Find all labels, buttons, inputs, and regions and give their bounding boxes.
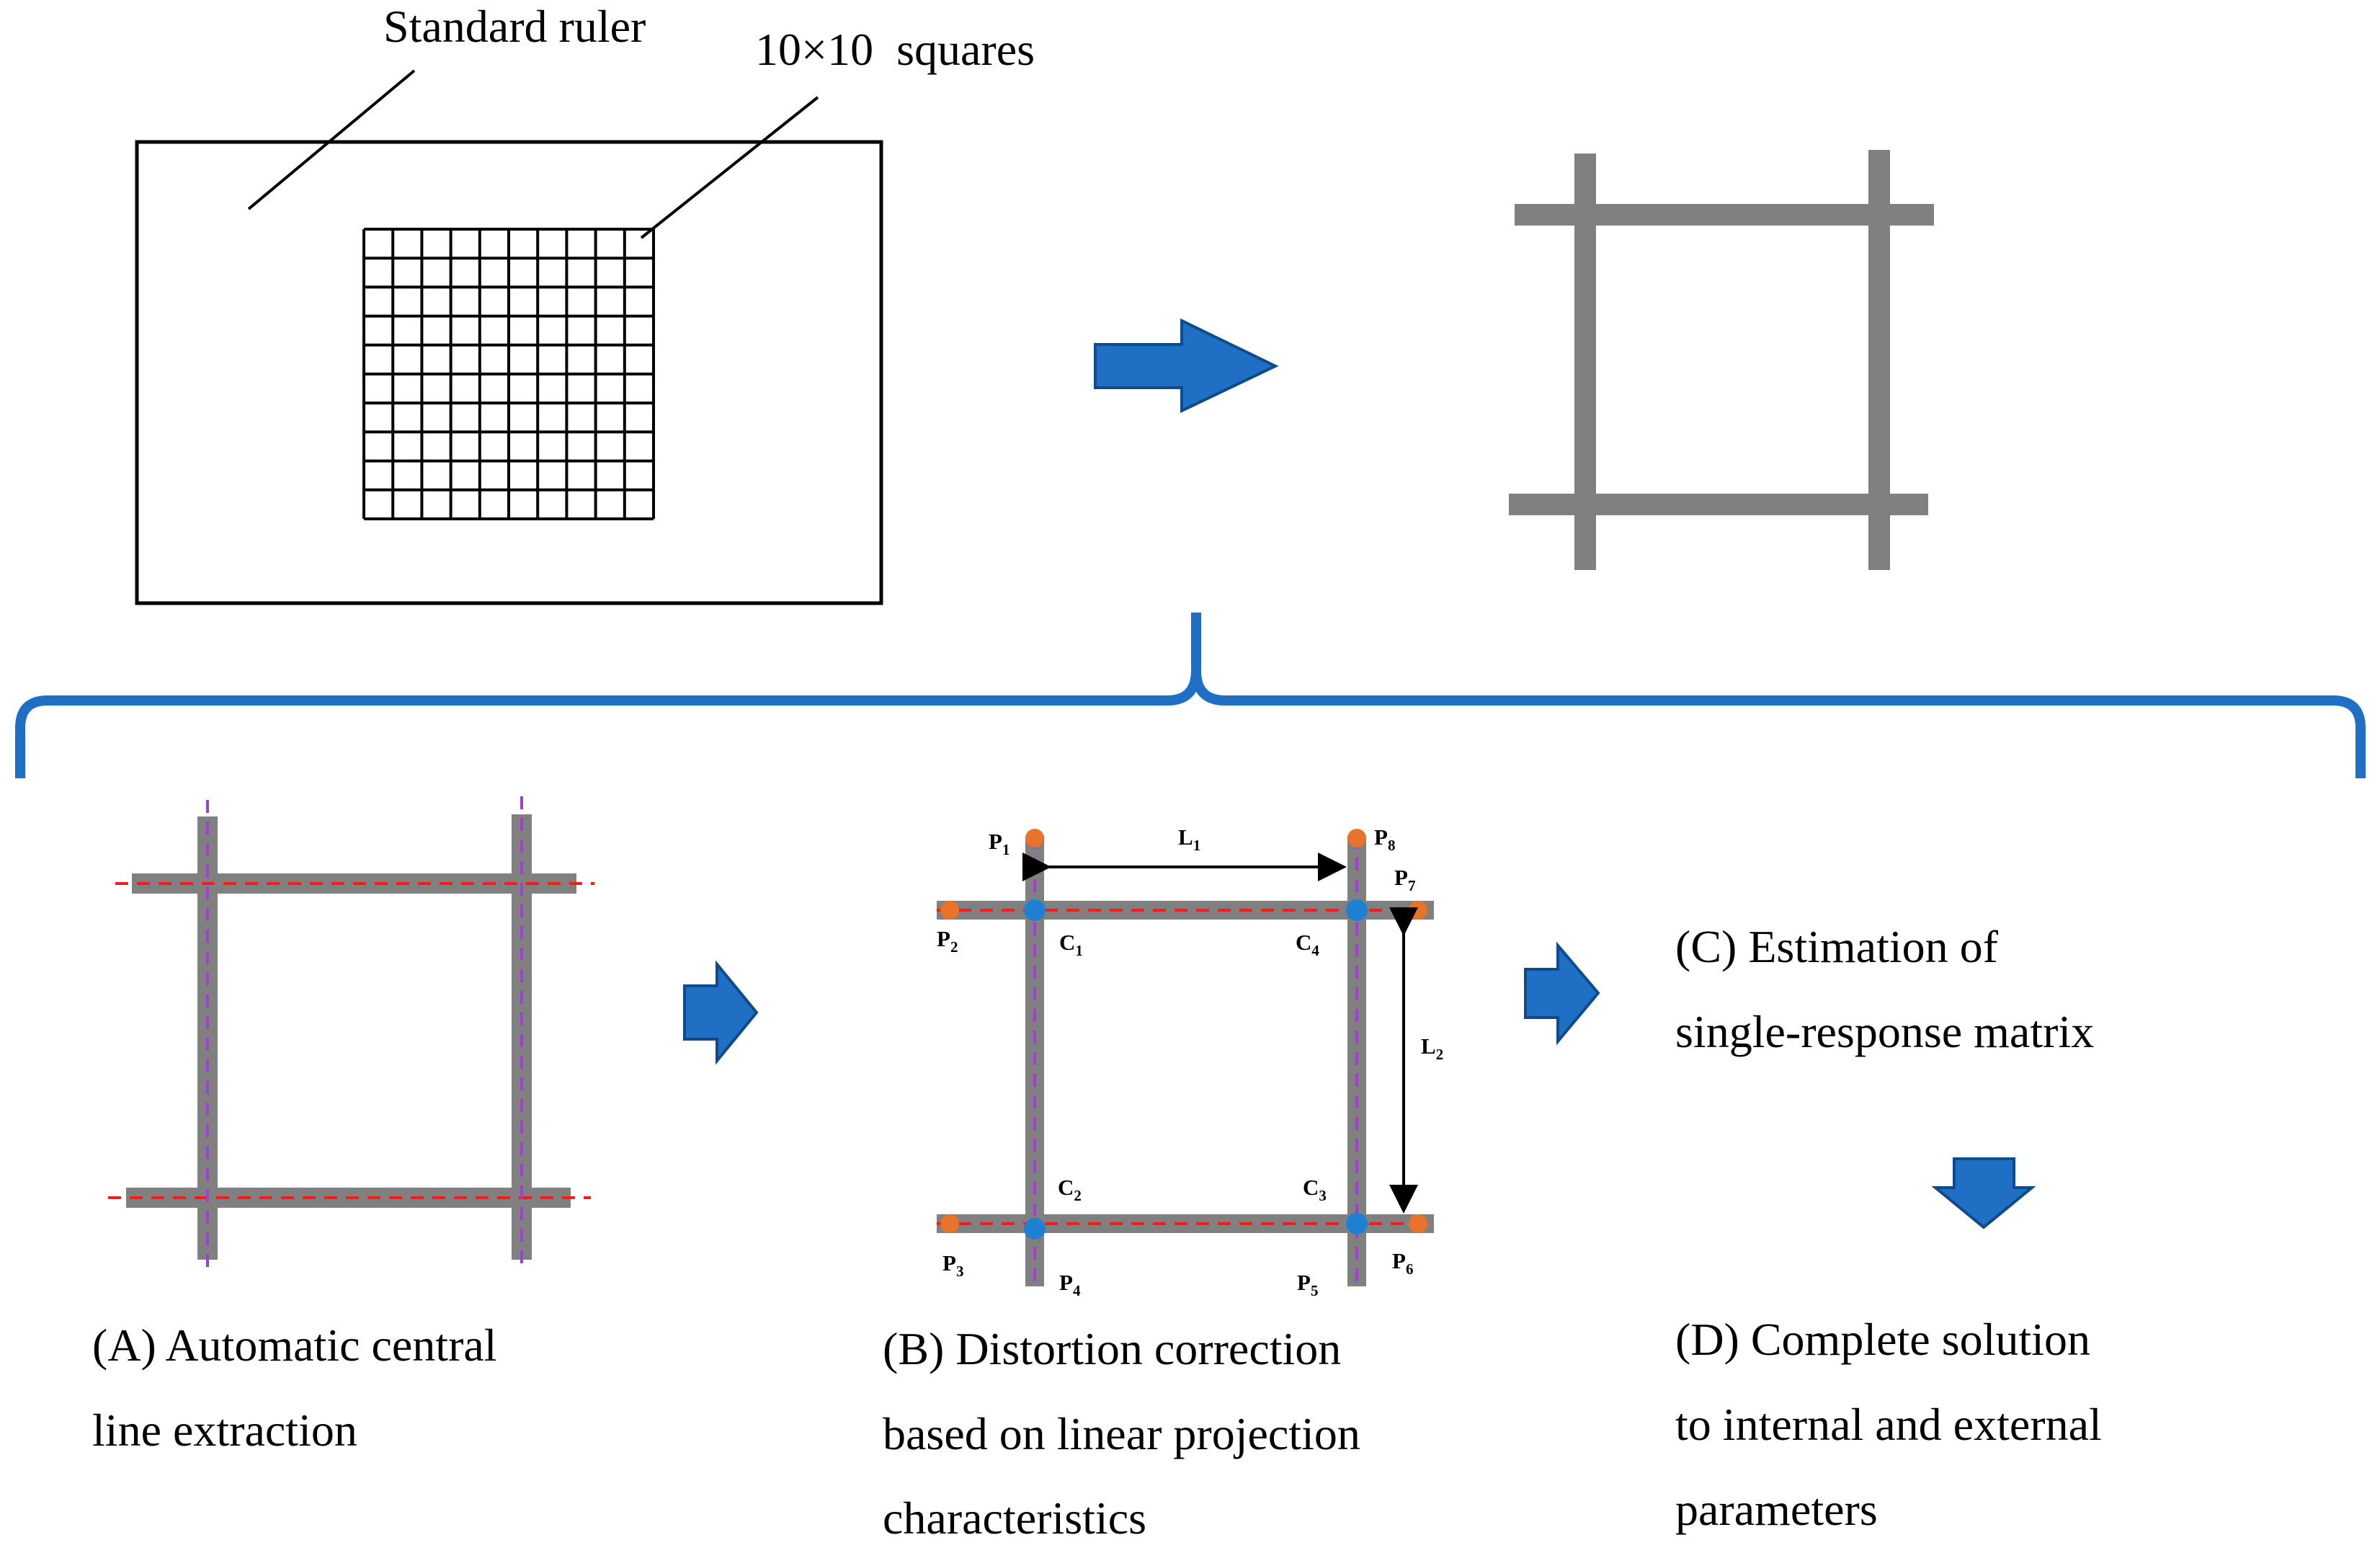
label-p5: P5 [1297, 1270, 1318, 1299]
ruler-label: Standard ruler [383, 1, 646, 52]
panel-b-caption-line2: based on linear projection [883, 1408, 1360, 1459]
panel-b-caption-line3: characteristics [883, 1492, 1146, 1544]
corner-c4 [1346, 899, 1368, 921]
label-c1: C1 [1059, 930, 1083, 959]
panel-d-caption-line2: to internal and external [1675, 1399, 2102, 1450]
corner-c2 [1024, 1218, 1046, 1240]
panel-b-caption-line1: (B) Distortion correction [883, 1323, 1341, 1374]
ten-by-ten-grid [362, 228, 655, 520]
endpoint-p8 [1347, 829, 1366, 847]
endpoint-p6 [1409, 1214, 1427, 1233]
label-p8: P8 [1374, 824, 1395, 854]
arrow-down-icon [1931, 1157, 2036, 1229]
label-p7: P7 [1394, 865, 1415, 894]
endpoint-p3 [940, 1214, 959, 1233]
endpoint-p2 [940, 901, 959, 920]
panel-b-figure: P1 P8 P7 P2 P3 P4 P5 P6 C1 C4 C2 C3 L1 L… [930, 824, 1448, 1317]
label-c2: C2 [1058, 1175, 1082, 1204]
panel-d-caption-line3: parameters [1675, 1484, 1878, 1535]
ruler-leader-line [247, 69, 416, 210]
label-l2: L2 [1421, 1033, 1443, 1063]
panel-c-caption-line1: (C) Estimation of [1675, 921, 1999, 972]
panel-c-caption-line2: single-response matrix [1675, 1006, 2094, 1057]
squares-label: 10×10 squares [755, 24, 1035, 75]
label-p1: P1 [989, 829, 1010, 858]
panel-a-caption-line2: line extraction [92, 1405, 357, 1456]
label-p4: P4 [1059, 1270, 1081, 1299]
endpoint-p1 [1025, 829, 1044, 847]
standard-ruler-figure: Standard ruler 10×10 squares [135, 1, 1035, 605]
label-c4: C4 [1296, 930, 1319, 959]
panel-a-caption-line1: (A) Automatic central [92, 1320, 497, 1371]
endpoint-p7 [1409, 901, 1427, 920]
ruler-board [135, 140, 883, 605]
panel-d-caption-line1: (D) Complete solution [1675, 1314, 2090, 1365]
label-p3: P3 [942, 1250, 963, 1280]
label-p6: P6 [1392, 1248, 1413, 1278]
arrow-right-icon [683, 960, 759, 1065]
single-square-figure [1509, 150, 1934, 570]
label-l1: L1 [1178, 824, 1200, 854]
squares-leader-line [640, 96, 819, 239]
label-p2: P2 [937, 926, 958, 956]
panel-a-figure [108, 796, 594, 1272]
label-c3: C3 [1303, 1175, 1327, 1204]
arrow-right-icon [1524, 941, 1600, 1046]
corner-c3 [1346, 1213, 1368, 1234]
corner-c1 [1024, 899, 1046, 921]
bracket-brace [15, 613, 2366, 778]
arrow-right-icon [1094, 318, 1279, 414]
